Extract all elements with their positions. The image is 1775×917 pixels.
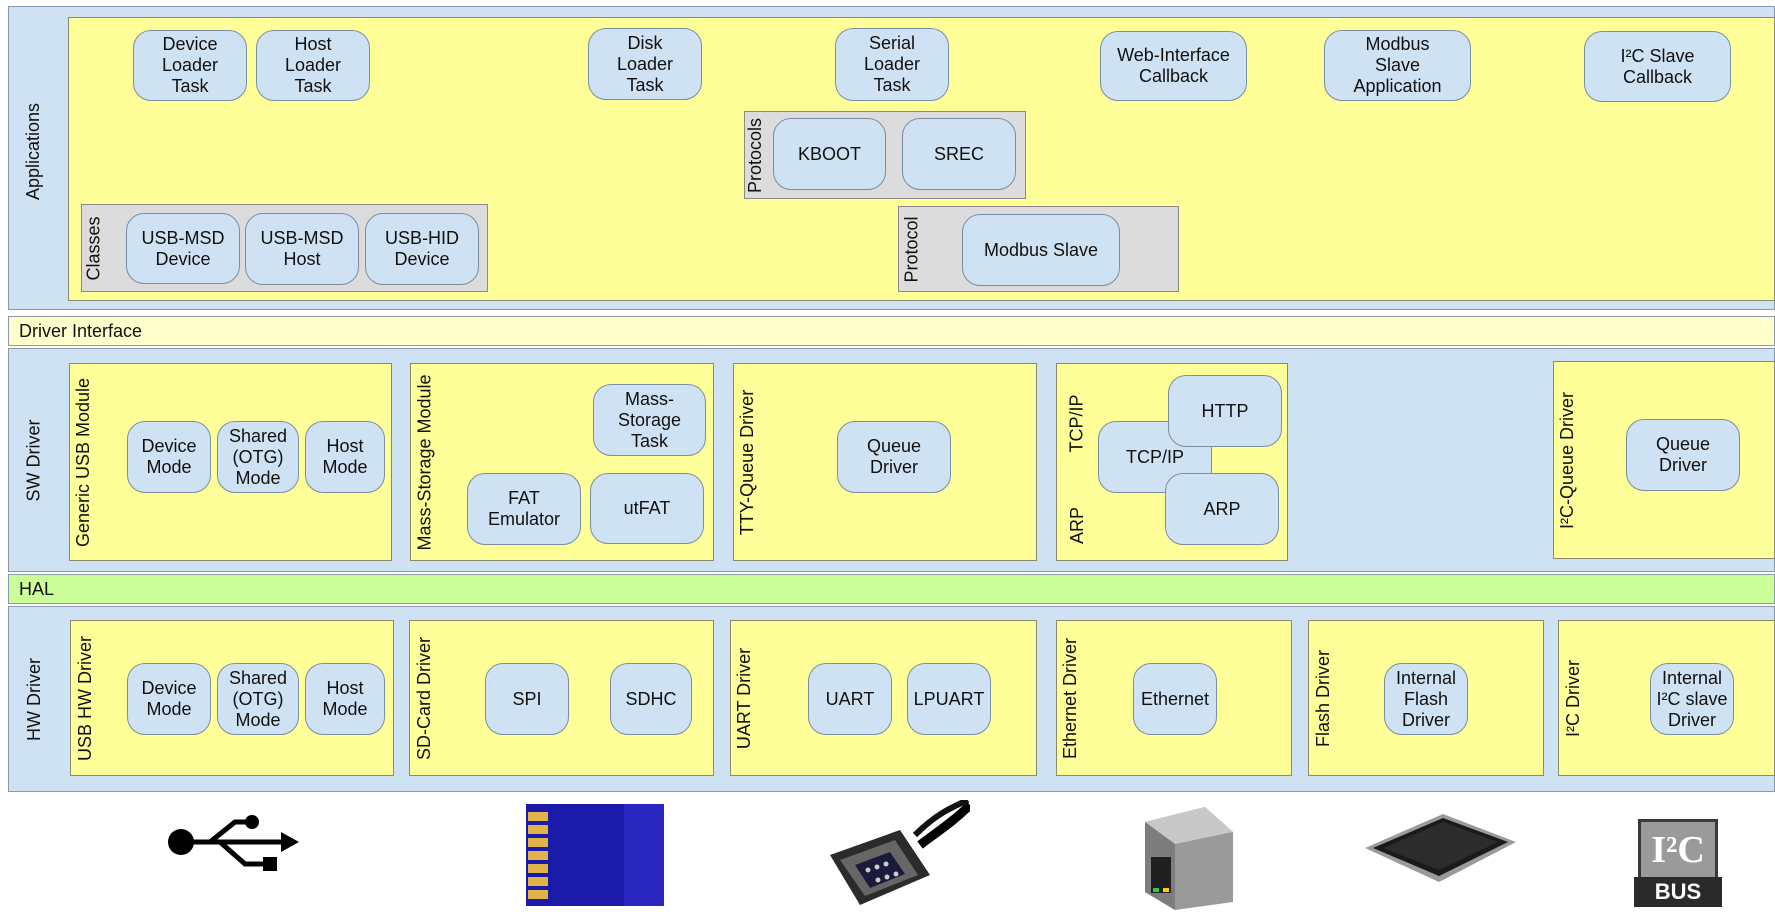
driver-interface-bar: Driver Interface	[8, 316, 1775, 346]
i2c-bus-logo-icon: I²C BUS	[1632, 817, 1724, 912]
ethernet-interface: Ethernet	[1133, 663, 1217, 735]
usb-device-mode: Device Mode	[127, 421, 211, 493]
disk-loader-task: Disk Loader Task	[588, 28, 702, 100]
internal-i2c-slave-driver: Internal I²C slave Driver	[1650, 663, 1734, 735]
uart-driver-label: UART Driver	[730, 620, 760, 776]
flash-driver-label: Flash Driver	[1308, 620, 1338, 776]
usb-msd-host-class: USB-MSD Host	[245, 213, 359, 285]
ethernet-jack-icon	[1135, 802, 1240, 910]
i2c-driver-label: I²C Driver	[1558, 620, 1588, 776]
protocol-group-label: Protocol	[898, 206, 926, 292]
usb-icon	[165, 812, 305, 872]
srec-protocol: SREC	[902, 118, 1016, 190]
lpuart-interface: LPUART	[907, 663, 991, 735]
usb-hw-shared-otg-mode: Shared (OTG) Mode	[217, 663, 299, 735]
microcontroller-chip-icon	[1363, 812, 1518, 884]
usb-hid-device-class: USB-HID Device	[365, 213, 479, 285]
i2c-bus-logo-text: BUS	[1634, 877, 1722, 907]
sd-card-icon	[524, 802, 666, 908]
generic-usb-module-label: Generic USB Module	[69, 363, 99, 561]
utfat: utFAT	[590, 473, 704, 544]
device-loader-task: Device Loader Task	[133, 30, 247, 101]
ethernet-driver-label: Ethernet Driver	[1056, 620, 1086, 776]
serial-connector-icon	[820, 800, 970, 912]
arp-stack-label: ARP	[1062, 500, 1092, 550]
uart-interface: UART	[808, 663, 892, 735]
tcpip-stack-label: TCP/IP	[1062, 378, 1092, 468]
spi-interface: SPI	[485, 663, 569, 735]
usb-shared-otg-mode: Shared (OTG) Mode	[217, 421, 299, 493]
protocols-group-label: Protocols	[744, 111, 768, 199]
usb-host-mode: Host Mode	[305, 421, 385, 493]
hw-driver-layer-label: HW Driver	[8, 616, 60, 782]
usb-hw-driver-label: USB HW Driver	[70, 620, 100, 776]
internal-flash-driver: Internal Flash Driver	[1384, 663, 1468, 735]
kboot-protocol: KBOOT	[773, 118, 886, 190]
arp-protocol: ARP	[1165, 473, 1279, 545]
usb-hw-host-mode: Host Mode	[305, 663, 385, 735]
host-loader-task: Host Loader Task	[256, 30, 370, 101]
sw-driver-layer-label: SW Driver	[8, 360, 60, 560]
serial-loader-task: Serial Loader Task	[835, 28, 949, 101]
web-interface-callback: Web-Interface Callback	[1100, 31, 1247, 101]
i2c-queue-driver: Queue Driver	[1626, 419, 1740, 491]
modbus-slave-protocol: Modbus Slave	[962, 214, 1120, 286]
applications-layer-label: Applications	[8, 16, 60, 286]
sdhc-interface: SDHC	[610, 663, 692, 735]
classes-group-label: Classes	[81, 204, 107, 292]
mass-storage-task: Mass- Storage Task	[593, 384, 706, 456]
modbus-slave-application: Modbus Slave Application	[1324, 30, 1471, 101]
fat-emulator: FAT Emulator	[467, 473, 581, 545]
i2c-bus-logo-mark: I²C	[1638, 819, 1718, 877]
mass-storage-module-label: Mass-Storage Module	[410, 363, 440, 561]
tty-queue-driver: Queue Driver	[837, 421, 951, 493]
i2c-queue-driver-label: I²C-Queue Driver	[1553, 361, 1583, 559]
tty-queue-driver-label: TTY-Queue Driver	[733, 363, 763, 561]
i2c-slave-callback: I²C Slave Callback	[1584, 31, 1731, 102]
hal-bar: HAL	[8, 574, 1775, 604]
http-protocol: HTTP	[1168, 375, 1282, 447]
usb-msd-device-class: USB-MSD Device	[126, 213, 240, 284]
usb-hw-device-mode: Device Mode	[127, 663, 211, 735]
sd-card-driver-label: SD-Card Driver	[409, 620, 439, 776]
